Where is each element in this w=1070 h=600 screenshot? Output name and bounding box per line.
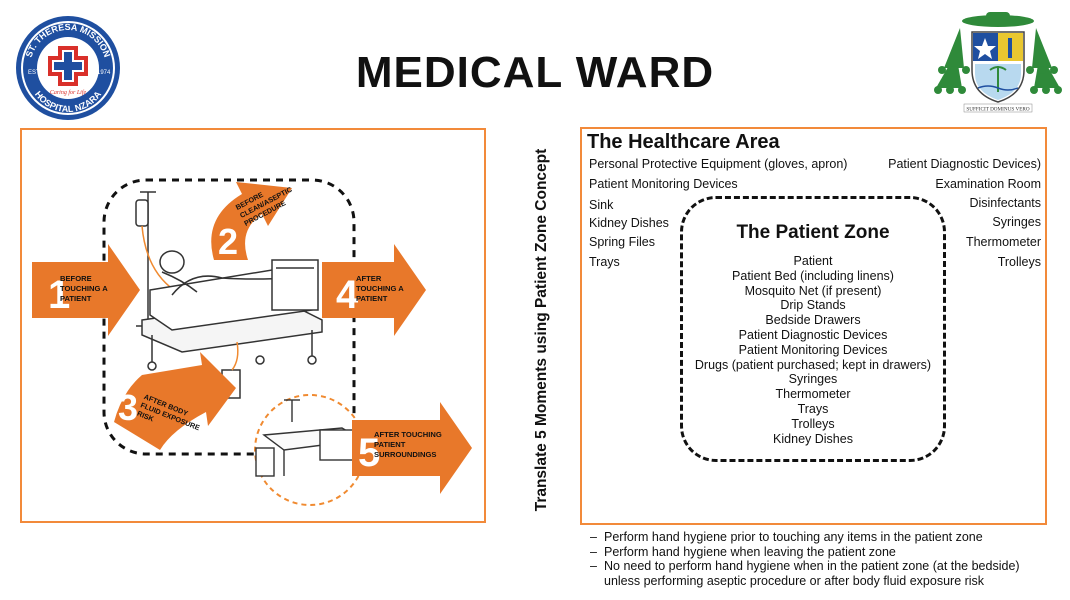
patient-zone-title: The Patient Zone <box>736 222 890 243</box>
patient-zone-item: Patient Bed (including linens) <box>732 268 894 283</box>
moment-1-arrow <box>32 244 140 336</box>
patient-zone-item: Bedside Drawers <box>765 313 861 328</box>
patient-zone-item: Patient Diagnostic Devices <box>738 327 888 342</box>
healthcare-left-item: Trays <box>589 255 620 269</box>
cross-icon <box>48 46 88 86</box>
healthcare-right-item: Patient Diagnostic Devices) <box>888 157 1041 171</box>
healthcare-right-item: Examination Room <box>935 177 1041 191</box>
moment-5-arrow <box>352 402 472 494</box>
patient-zone-item: Mosquito Net (if present) <box>744 283 882 298</box>
patient-zone-item: Trays <box>797 401 829 416</box>
note-item: Perform hand hygiene when leaving the pa… <box>590 545 1044 560</box>
five-moments-illustration: 1 4 5 2 3 BEFORE TOUCHING A PATIENT AFTE… <box>20 128 486 523</box>
iv-drip-stand-icon <box>135 191 175 327</box>
hand-hygiene-notes: Perform hand hygiene prior to touching a… <box>590 530 1044 588</box>
moment-5-label: AFTER TOUCHING PATIENT SURROUNDINGS <box>374 430 442 459</box>
moment-1-label: BEFORE TOUCHING A PATIENT <box>60 274 108 303</box>
healthcare-left-item: Spring Files <box>589 235 655 249</box>
healthcare-left-item: Kidney Dishes <box>589 216 669 230</box>
moment-4-label: AFTER TOUCHING A PATIENT <box>356 274 404 303</box>
healthcare-area-title: The Healthcare Area <box>587 131 780 153</box>
moment-2-number: 2 <box>218 221 238 262</box>
logo-est-text: EST <box>28 70 40 76</box>
patient-zone-item: Thermometer <box>775 387 851 402</box>
moment-1-number: 1 <box>48 273 70 317</box>
patient-zone-item: Drugs (patient purchased; kept in drawer… <box>694 357 932 372</box>
moment-4-arrow <box>322 244 426 336</box>
logo-motto: Caring for Life <box>50 89 87 96</box>
note-item: Perform hand hygiene prior to touching a… <box>590 530 1044 545</box>
coat-motto: SUFFICIT DOMINUS VERO <box>966 107 1029 113</box>
vertical-caption: Translate 5 Moments using Patient Zone C… <box>527 130 557 530</box>
patient-zone-item: Drip Stands <box>780 298 846 313</box>
healthcare-left-item: Sink <box>589 198 614 212</box>
patient-zone-item: Kidney Dishes <box>773 431 853 446</box>
healthcare-right-item: Disinfectants <box>969 196 1041 210</box>
hospital-logo: ST. THERESA MISSION HOSPITAL NZARA EST 1… <box>14 14 122 122</box>
patient-zone-box <box>680 196 946 462</box>
healthcare-left-item: Patient Monitoring Devices <box>589 177 738 191</box>
page-title: MEDICAL WARD <box>355 48 715 97</box>
tassels-icon <box>934 28 1062 94</box>
moment-5-number: 5 <box>358 431 380 475</box>
shield-icon <box>971 31 1025 103</box>
patient-zone-item: Patient Monitoring Devices <box>738 342 888 357</box>
vertical-caption-text: Translate 5 Moments using Patient Zone C… <box>533 148 550 512</box>
patient-zone-item: Syringes <box>788 372 838 387</box>
moment-2-arrow <box>211 182 292 260</box>
patient-zone-item: Patient <box>793 254 833 268</box>
patient-zone-list: Patient Patient Bed (including linens) M… <box>680 254 946 446</box>
galero-hat-icon <box>962 12 1034 27</box>
moment-3-number: 3 <box>118 387 138 428</box>
coat-of-arms-logo: SUFFICIT DOMINUS VERO <box>930 8 1066 120</box>
healthcare-area-box <box>580 127 1047 525</box>
moment-3-arrow <box>114 352 236 450</box>
patient-zone-item: Trolleys <box>791 416 835 431</box>
moment-4-number: 4 <box>336 273 359 317</box>
healthcare-left-item: Personal Protective Equipment (gloves, a… <box>589 157 848 171</box>
note-item: No need to perform hand hygiene when in … <box>590 559 1044 588</box>
healthcare-right-item: Trolleys <box>997 255 1041 269</box>
healthcare-right-item: Syringes <box>992 215 1041 229</box>
healthcare-right-item: Thermometer <box>965 235 1041 249</box>
logo-year-text: 1974 <box>97 70 111 76</box>
